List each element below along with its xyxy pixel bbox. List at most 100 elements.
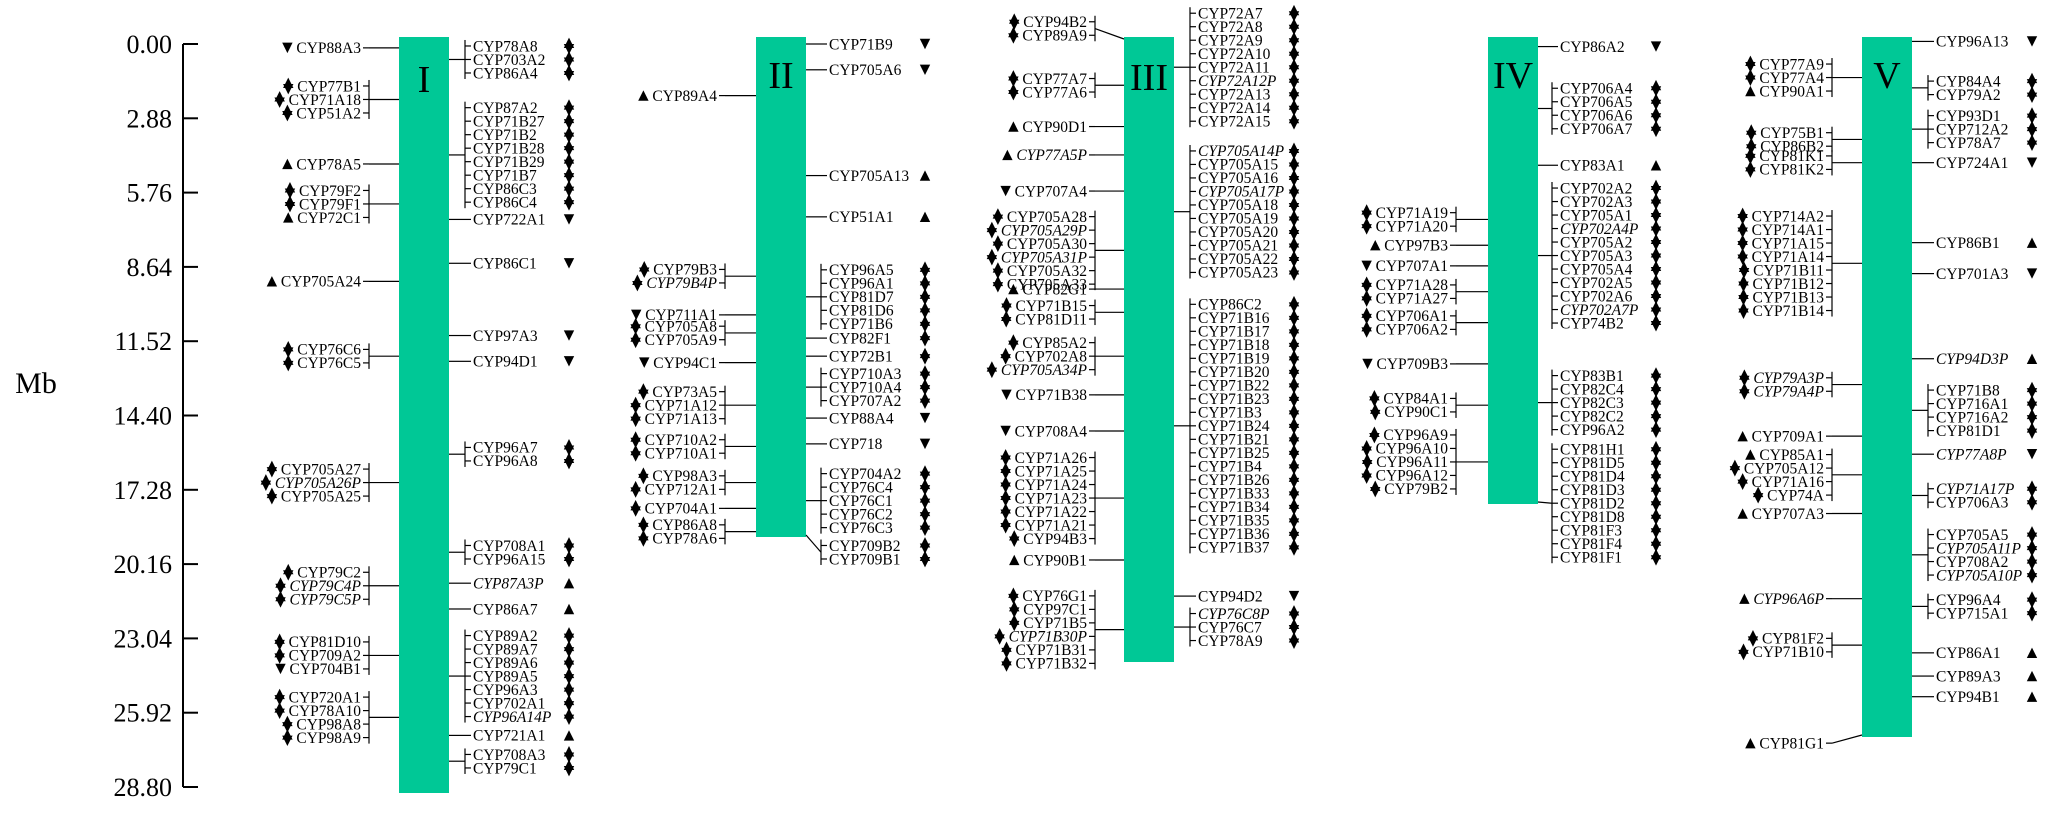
gene-label: CYP71B25 [1198, 445, 1270, 462]
gene-cluster: CYP711A1 [631, 307, 756, 324]
gene-label: CYP706A5 [1560, 94, 1633, 111]
gene-label: CYP71B32 [1016, 656, 1088, 673]
gene-label: CYP89A9 [1022, 28, 1087, 45]
axis-tick-label: 5.76 [127, 179, 173, 208]
axis-tick-label: 0.00 [127, 30, 173, 59]
gene-label: CYP79C5P [290, 592, 362, 609]
gene-label: CYP706A7 [1560, 121, 1633, 138]
down-arrow-icon [1288, 383, 1300, 394]
down-arrow-icon [1000, 425, 1011, 437]
down-arrow-icon [563, 687, 575, 698]
down-arrow-icon [919, 267, 931, 279]
gene-cluster: CYP89A3 [1912, 668, 2038, 685]
down-arrow-icon [638, 473, 649, 485]
gene-label: CYP71B26 [1198, 472, 1270, 489]
gene-label: CYP77B1 [297, 78, 361, 95]
down-arrow-icon [1650, 113, 1662, 124]
down-arrow-icon [563, 43, 575, 55]
gene-label: CYP96A15 [473, 551, 546, 568]
gene-cluster: CYP86C2CYP71B16CYP71B17CYP71B18CYP71B19C… [1174, 295, 1300, 557]
down-arrow-icon [1288, 545, 1300, 556]
down-arrow-icon [563, 105, 575, 117]
gene-label: CYP705A14P [1198, 143, 1285, 160]
down-arrow-icon [1362, 358, 1373, 370]
gene-label: CYP71A26 [1015, 450, 1088, 467]
gene-label: CYP705A22 [1198, 251, 1278, 268]
gene-label: CYP96A11 [1376, 454, 1448, 471]
gene-label: CYP81D5 [1560, 455, 1625, 472]
down-arrow-icon [986, 228, 998, 239]
gene-cluster: CYP86A2 [1538, 39, 1662, 56]
gene-label: CYP703A2 [473, 52, 545, 69]
down-arrow-icon [563, 146, 575, 157]
gene-label: CYP81G1 [1759, 735, 1824, 752]
gene-cluster: CYP722A1 [449, 212, 575, 229]
gene-label: CYP76C4 [829, 479, 893, 496]
down-arrow-icon [563, 752, 575, 763]
down-arrow-icon [630, 506, 641, 517]
gene-label: CYP79A4P [1753, 384, 1824, 401]
gene-label: CYP76C5 [297, 355, 361, 372]
gene-cluster: CYP97A3 [449, 328, 575, 345]
down-arrow-icon [919, 385, 931, 396]
gene-label: CYP71B21 [1198, 432, 1270, 449]
gene-cluster: CYP88A3 [282, 40, 399, 57]
down-arrow-icon [1288, 477, 1300, 489]
down-arrow-icon [563, 159, 575, 171]
down-arrow-icon [1000, 509, 1011, 520]
down-arrow-icon [919, 371, 931, 383]
down-arrow-icon [1288, 369, 1300, 381]
gene-cluster: CYP707A4 [1000, 183, 1124, 200]
gene-label: CYP97B3 [1384, 238, 1448, 255]
down-arrow-icon [1650, 321, 1662, 332]
gene-label: CYP71B6 [829, 316, 893, 333]
down-arrow-icon [1737, 214, 1748, 225]
gene-label: CYP82C3 [1560, 395, 1624, 412]
gene-label: CYP86B2 [1760, 139, 1824, 156]
down-arrow-icon [1650, 460, 1662, 472]
down-arrow-icon [919, 412, 931, 424]
gene-label: CYP71B33 [1198, 486, 1270, 503]
axis-tick-label: 2.88 [127, 104, 173, 133]
gene-label: CYP84A4 [1936, 73, 2001, 90]
gene-cluster: CYP702A2CYP702A3CYP705A1CYP702A4PCYP705A… [1538, 179, 1662, 332]
gene-label: CYP706A1 [1376, 308, 1448, 325]
down-arrow-icon [2026, 415, 2038, 426]
gene-cluster: CYP51A1 [806, 209, 931, 226]
down-arrow-icon [919, 485, 931, 496]
connector-line [1831, 734, 1863, 744]
gene-label: CYP705A10P [1936, 567, 2023, 584]
gene-label: CYP705A8 [645, 318, 718, 335]
down-arrow-icon [1288, 625, 1300, 636]
gene-label: CYP71B20 [1198, 364, 1270, 381]
gene-label: CYP71A20 [1376, 218, 1449, 235]
gene-label: CYP712A2 [1936, 121, 2008, 138]
down-arrow-icon [992, 282, 1004, 293]
down-arrow-icon [1008, 33, 1019, 44]
gene-label: CYP71A25 [1015, 463, 1088, 480]
gene-label: CYP78A5 [296, 156, 361, 173]
gene-label: CYP71B7 [473, 167, 537, 184]
down-arrow-icon [919, 64, 931, 75]
gene-cluster: CYP709B3 [1362, 356, 1488, 373]
up-arrow-icon [1009, 554, 1020, 566]
down-arrow-icon [919, 498, 931, 510]
down-arrow-icon [1288, 356, 1300, 367]
down-arrow-icon [1650, 501, 1662, 512]
down-arrow-icon [284, 201, 296, 213]
down-arrow-icon [1008, 593, 1019, 605]
gene-cluster: CYP82F1 [806, 329, 931, 347]
down-arrow-icon [1650, 387, 1662, 398]
down-arrow-icon [1288, 175, 1300, 187]
gene-label: CYP87A2 [473, 100, 538, 117]
gene-cluster: CYP86A1 [1912, 645, 2038, 662]
down-arrow-icon [1370, 409, 1381, 421]
down-arrow-icon [1000, 354, 1011, 365]
